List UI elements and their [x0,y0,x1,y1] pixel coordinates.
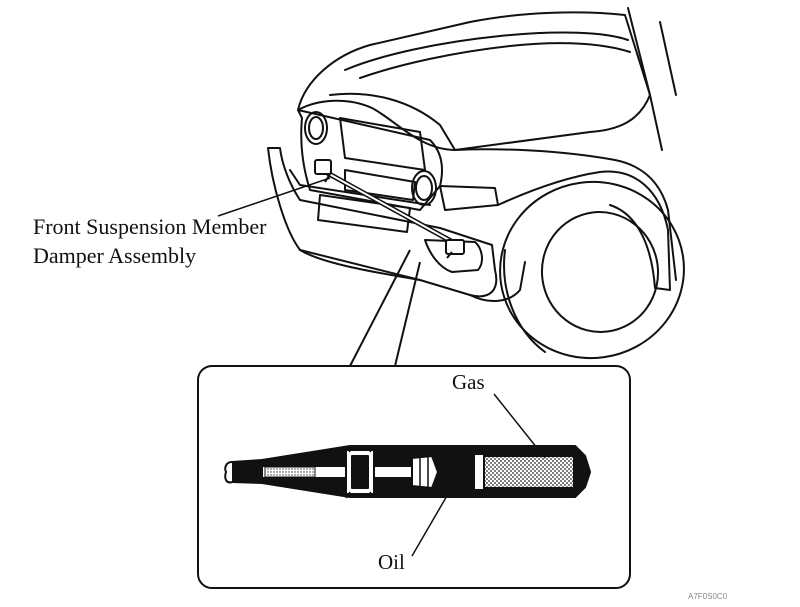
damper-on-vehicle [314,159,465,259]
grille-slot-bottom [344,169,416,201]
part-label-line2: Damper Assembly [33,243,197,268]
callout-lines [349,249,421,367]
headlight-left-inner [308,116,324,140]
bumper-fog-pocket [424,239,483,273]
bumper-side [469,261,526,302]
free-piston [473,453,485,491]
hood-bulge [344,31,629,71]
hood-bulge-inner [359,42,631,79]
turn-signal [439,185,499,211]
hood-outline [297,11,651,151]
grille-frame [297,109,443,211]
part-label-line1: Front Suspension Member [33,214,267,239]
windshield-edge [659,21,677,96]
leader-line-member [217,177,331,217]
headlight-right-inner [415,175,433,201]
gas-label: Gas [452,370,485,394]
tire-rim [540,211,660,333]
leader-line-gas [493,393,546,459]
figure-code: A7F0S0C0 [688,592,728,601]
grille-slot-top [339,117,426,171]
leader-line-oil [411,481,456,557]
oil-label: Oil [378,550,405,574]
rod-guide-dotted [264,466,316,478]
bumper-lower-line [299,249,421,281]
tire-outer [499,180,685,360]
end-mount [224,461,233,484]
headlight-left [304,111,328,145]
tire-tread-edge [503,249,546,353]
fender-upper [454,148,677,281]
hood-front-crease [329,92,456,151]
damper-cutaway [224,445,591,499]
bumper-outline [267,147,498,298]
main-piston [411,455,439,489]
bumper-recess [289,169,431,206]
gas-chamber [481,455,575,489]
fender-flare [497,170,671,291]
